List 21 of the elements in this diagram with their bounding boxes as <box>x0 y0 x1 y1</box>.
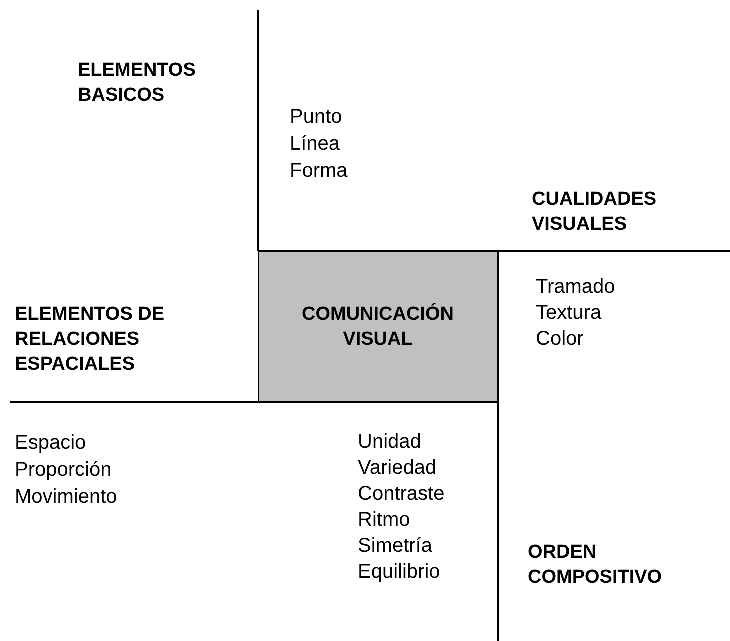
list-item: Punto <box>290 105 342 130</box>
list-item: Línea <box>290 132 340 157</box>
list-item: Textura <box>536 301 602 326</box>
section-heading: ELEMENTOS BASICOS <box>78 59 197 108</box>
list-item: Contraste <box>358 482 445 507</box>
section-heading: CUALIDADES VISUALES <box>532 188 658 237</box>
list-item: Movimiento <box>15 485 118 510</box>
list-item: Proporción <box>15 458 112 483</box>
section-heading: ELEMENTOS DE RELACIONES ESPACIALES <box>15 303 166 377</box>
list-item: Color <box>536 327 584 352</box>
list-item: Simetría <box>358 534 432 559</box>
center-box <box>258 251 498 402</box>
center-title: COMUNICACIÓN VISUAL <box>301 302 455 352</box>
list-item: Forma <box>290 159 348 184</box>
list-item: Unidad <box>358 430 422 455</box>
section-heading: ORDEN COMPOSITIVO <box>528 541 664 590</box>
list-item: Espacio <box>15 431 86 456</box>
list-item: Variedad <box>358 456 437 481</box>
list-item: Tramado <box>536 275 616 300</box>
list-item: Equilibrio <box>358 560 440 585</box>
list-item: Ritmo <box>358 508 410 533</box>
